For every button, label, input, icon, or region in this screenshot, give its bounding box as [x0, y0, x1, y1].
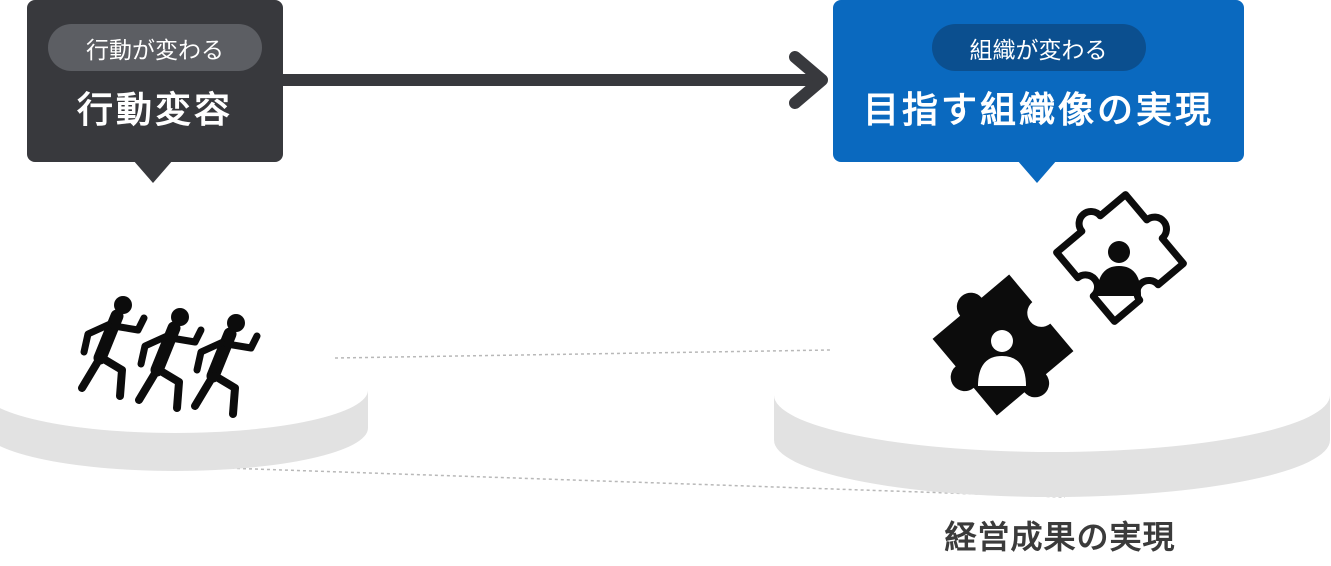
- running-people-icon: [78, 296, 261, 418]
- left-box-pointer: [133, 160, 173, 183]
- organization-change-title: 目指す組織像の実現: [862, 90, 1214, 131]
- puzzle-people-icon: [932, 191, 1187, 416]
- left-platform: [0, 347, 368, 471]
- right-platform: [774, 338, 1330, 497]
- behavior-change-box: 行動が変わる 行動変容: [27, 0, 283, 162]
- arrow: [283, 51, 828, 109]
- right-box-pointer: [1017, 160, 1057, 183]
- behavior-change-pill: 行動が変わる: [48, 24, 262, 71]
- behavior-change-title: 行動変容: [76, 90, 233, 131]
- organization-change-pill: 組織が変わる: [931, 24, 1146, 71]
- upper-dashed-line: [334, 349, 831, 359]
- business-results-label: 経営成果の実現: [944, 518, 1176, 556]
- organization-change-box: 組織が変わる 目指す組織像の実現: [833, 0, 1244, 162]
- lower-dashed-line: [224, 467, 1066, 498]
